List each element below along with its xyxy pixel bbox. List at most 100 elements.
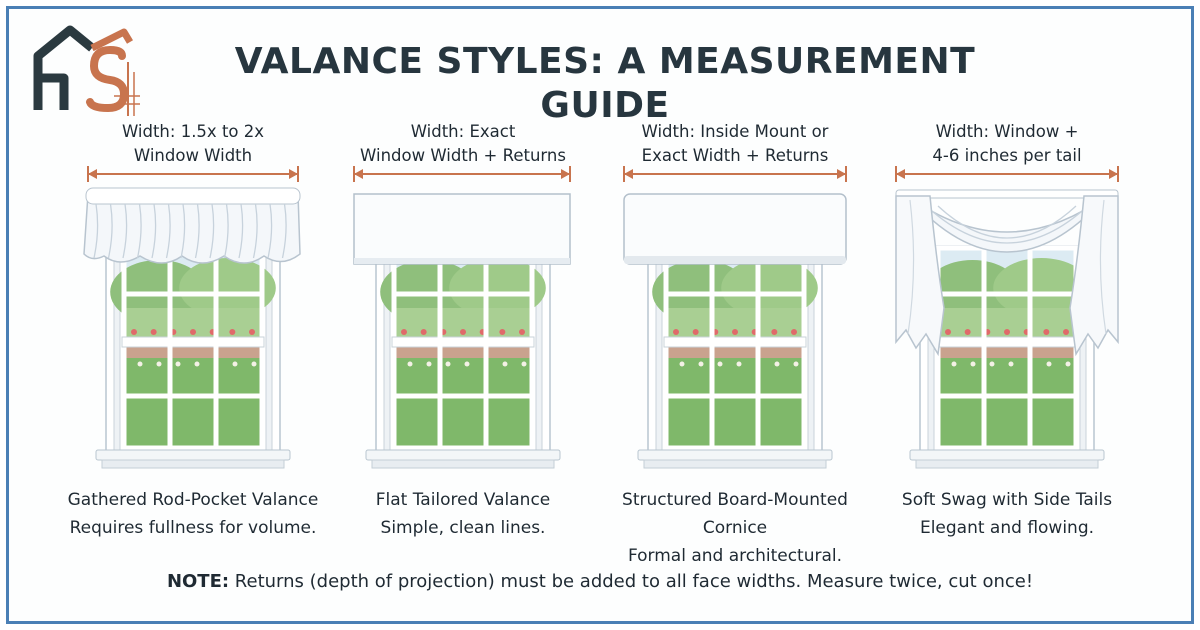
caption: Structured Board-Mounted Cornice Formal …	[590, 486, 880, 570]
window-flower	[951, 361, 957, 367]
width-label-line2: Window Width	[133, 146, 253, 165]
window-flower	[131, 329, 137, 335]
window-apron	[643, 459, 827, 469]
swag-valance	[895, 189, 1119, 357]
fabric-fold	[238, 203, 244, 259]
width-label-line2: 4-6 inches per tail	[932, 146, 1082, 165]
window-apron	[101, 459, 285, 469]
width-arrow	[623, 166, 847, 182]
muntin-horizontal	[124, 291, 262, 297]
window-flower	[964, 329, 971, 335]
fabric-fold	[93, 203, 99, 259]
window-flower	[401, 329, 407, 335]
muntin-vertical	[483, 248, 489, 448]
width-label-line1: Width: Exact	[410, 122, 516, 141]
hs-logo	[33, 25, 140, 116]
window-lawn	[938, 358, 1076, 448]
window-flower	[1004, 329, 1010, 335]
window-flower	[150, 329, 157, 335]
window-flower	[1043, 329, 1050, 335]
width-label-line2: Window Width + Returns	[360, 146, 566, 165]
window-flower	[194, 361, 200, 367]
gathered-valance-window-illustration	[83, 166, 301, 469]
muntin-horizontal	[938, 291, 1076, 297]
arrow-head-right	[561, 169, 570, 179]
gathered-valance	[83, 187, 301, 264]
note-label: NOTE:	[166, 571, 230, 592]
fabric-fold	[209, 203, 215, 259]
window-flower	[989, 361, 995, 367]
window-flower	[1063, 329, 1069, 335]
caption-subtitle: Elegant and flowing.	[919, 518, 1095, 538]
window-flower	[793, 361, 799, 367]
window-flower	[190, 329, 196, 335]
caption-subtitle: Formal and architectural.	[627, 546, 843, 566]
window-tree	[993, 258, 1090, 318]
meeting-rail	[121, 336, 265, 348]
arrow-head-right	[1109, 169, 1118, 179]
fabric-fold	[252, 203, 258, 259]
window-tree	[449, 258, 546, 318]
meeting-rail	[391, 336, 535, 348]
window-flower	[519, 329, 525, 335]
fabric-fold	[122, 203, 128, 259]
window-fence	[124, 344, 262, 360]
window-flower	[673, 329, 679, 335]
fabric-fold	[107, 203, 113, 259]
arrow-head-right	[289, 169, 298, 179]
tail-fold	[1099, 199, 1107, 335]
caption: Soft Swag with Side Tails Elegant and fl…	[862, 486, 1152, 542]
caption: Flat Tailored Valance Simple, clean line…	[318, 486, 608, 542]
muntin-horizontal	[938, 393, 1076, 399]
window-sill	[909, 449, 1105, 461]
width-label: Width: Exact Window Width + Returns	[338, 120, 588, 168]
cornice-shadow	[624, 256, 846, 264]
fabric-fold	[136, 203, 142, 259]
panel-cornice: Width: Inside Mount or Exact Width + Ret…	[610, 118, 860, 566]
caption-subtitle: Simple, clean lines.	[380, 518, 546, 538]
width-label-line1: Width: 1.5x to 2x	[121, 122, 265, 141]
window-flower	[175, 361, 181, 367]
window-apron	[371, 459, 555, 469]
footer-note: NOTE: Returns (depth of projection) must…	[30, 568, 1170, 596]
width-label: Width: 1.5x to 2x Window Width	[68, 120, 318, 168]
width-label-line1: Width: Inside Mount or	[641, 122, 829, 141]
width-label-line1: Width: Window +	[935, 122, 1079, 141]
arrow-head-left	[88, 169, 97, 179]
window-sill	[95, 449, 291, 461]
panel-flat: Width: Exact Window Width + Returns Flat…	[338, 118, 588, 558]
fabric-fold	[267, 203, 273, 259]
window-flower	[249, 329, 255, 335]
width-arrow	[87, 166, 299, 182]
window-sill	[365, 449, 561, 461]
window-fence	[938, 344, 1076, 360]
muntin-vertical	[1027, 248, 1033, 448]
rod-pocket	[85, 187, 301, 205]
swag-fold	[921, 201, 1093, 244]
window-lawn	[394, 358, 532, 448]
window-flower	[1008, 361, 1014, 367]
arrow-head-right	[837, 169, 846, 179]
meeting-rail	[663, 336, 807, 348]
window-flower	[945, 329, 951, 335]
swag-valance-window-illustration	[895, 166, 1119, 469]
caption-subtitle: Requires fullness for volume.	[69, 518, 317, 538]
window-flower	[407, 361, 413, 367]
window-tree	[179, 258, 276, 318]
fabric-fold	[223, 203, 229, 259]
width-arrow	[353, 166, 571, 182]
fabric-fold	[151, 203, 157, 259]
window-flower	[717, 361, 723, 367]
swag-rod	[895, 189, 1119, 199]
window-flower	[499, 329, 506, 335]
caption-title: Gathered Rod-Pocket Valance	[67, 490, 319, 510]
window	[365, 245, 561, 469]
caption: Gathered Rod-Pocket Valance Requires ful…	[48, 486, 338, 542]
muntin-horizontal	[394, 393, 532, 399]
window-flower	[771, 329, 778, 335]
window-flower	[445, 361, 451, 367]
note-text: Returns (depth of projection) must be ad…	[229, 571, 1034, 592]
page-title: VALANCE STYLES: A MEASUREMENT GUIDE	[234, 41, 976, 126]
window-lawn	[124, 358, 262, 448]
window-flower	[736, 361, 742, 367]
